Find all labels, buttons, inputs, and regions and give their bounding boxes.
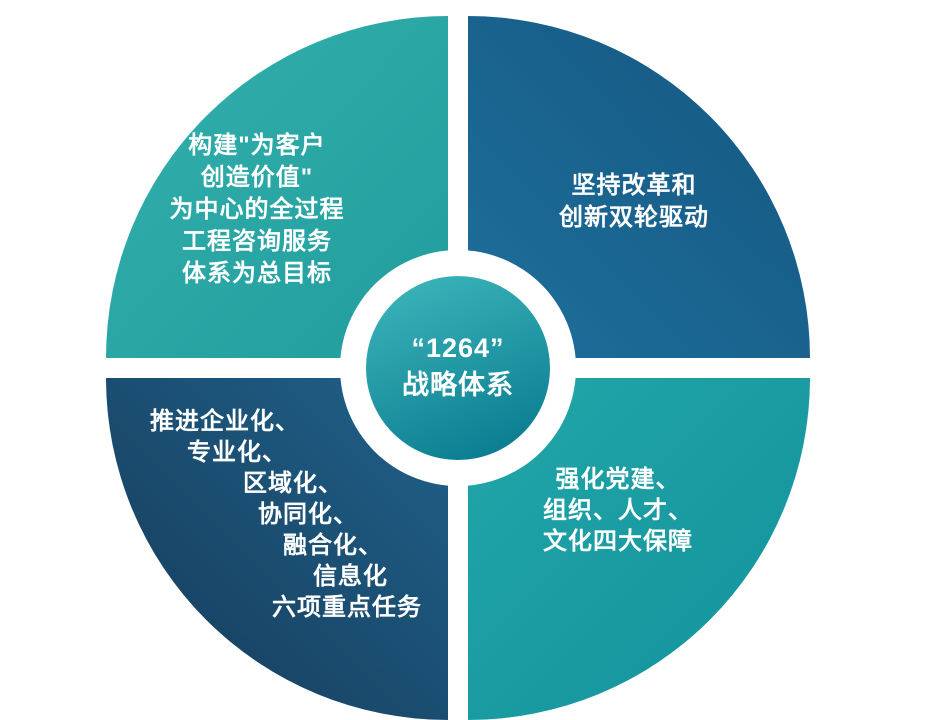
text-line: 组织、人才、 [543, 497, 693, 524]
text-line: 六项重点任务 [272, 594, 422, 621]
text-line: 工程咨询服务 [182, 228, 332, 255]
text-line: 坚持改革和 [571, 172, 697, 199]
text-line: 体系为总目标 [182, 260, 332, 287]
center-circle [366, 276, 550, 460]
center-title-number: “1264” [411, 333, 505, 363]
text-line: 创造价值" [200, 164, 314, 191]
text-line: 构建"为客户 [188, 132, 326, 159]
center-title-text: 战略体系 [402, 370, 514, 400]
text-line: 强化党建、 [555, 466, 681, 493]
text-line: 协同化、 [258, 501, 358, 528]
text-line: 为中心的全过程 [169, 196, 345, 223]
text-line: 创新双轮驱动 [559, 204, 709, 231]
text-line: 推进企业化、 [150, 408, 300, 435]
reform-text-block: 坚持改革和 创新双轮驱动 [505, 170, 763, 234]
text-line: 信息化 [313, 563, 388, 590]
quadrant-top-right [468, 16, 810, 358]
text-line: 融合化、 [283, 532, 383, 559]
quadrant-bottom-right [468, 378, 810, 720]
key-tasks-text-block: 推进企业化、 专业化、 区域化、 协同化、 融合化、 信息化 六项重点任务 [140, 406, 422, 623]
goal-text-block: 构建"为客户 创造价值" 为中心的全过程 工程咨询服务 体系为总目标 [128, 130, 386, 290]
quadrant-top-left [106, 16, 448, 358]
center-label: “1264” 战略体系 [338, 330, 578, 404]
text-line: 文化四大保障 [543, 528, 693, 555]
text-line: 区域化、 [243, 470, 343, 497]
quadrant-bottom-left [106, 378, 448, 720]
safeguard-text-block: 强化党建、 组织、人才、 文化四大保障 [520, 464, 716, 557]
text-line: 专业化、 [187, 439, 287, 466]
